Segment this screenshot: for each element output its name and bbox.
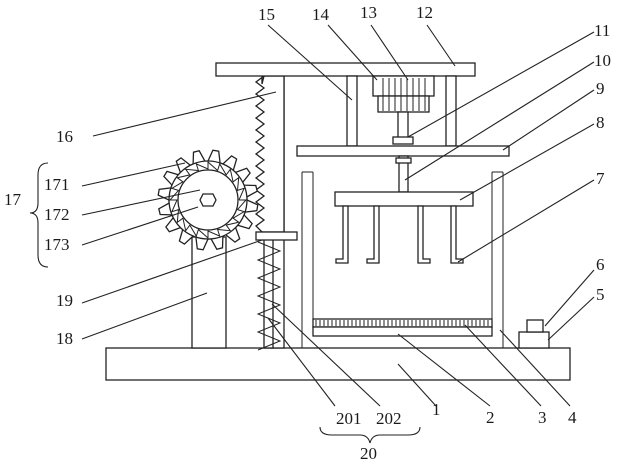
label-19: 19 [56, 291, 73, 310]
label-17: 17 [4, 190, 22, 209]
upper-shaft [398, 112, 408, 138]
bottom-plate [313, 327, 492, 336]
coupling [393, 137, 413, 144]
label-18: 18 [56, 329, 73, 348]
motor [378, 96, 429, 112]
shaft-collar [396, 158, 411, 163]
label-16: 16 [56, 127, 73, 146]
label-173: 173 [44, 235, 70, 254]
label-20: 20 [360, 444, 377, 463]
stirring-frame [335, 192, 473, 206]
label-11: 11 [594, 21, 610, 40]
label-2: 2 [486, 408, 495, 427]
gear-support-column [192, 237, 226, 348]
guide-rod-left [347, 76, 357, 146]
top-plate [216, 63, 475, 76]
label-9: 9 [596, 79, 605, 98]
rack [256, 76, 284, 232]
label-3: 3 [538, 408, 547, 427]
label-6: 6 [596, 255, 605, 274]
label-5: 5 [596, 285, 605, 304]
control-button [527, 320, 543, 332]
label-7: 7 [596, 169, 605, 188]
base-plate [106, 348, 570, 380]
label-14: 14 [312, 5, 330, 24]
middle-plate [297, 146, 509, 156]
label-8: 8 [596, 113, 605, 132]
control-block [519, 332, 549, 348]
label-171: 171 [44, 175, 70, 194]
label-4: 4 [568, 408, 577, 427]
label-1: 1 [432, 400, 441, 419]
label-201: 201 [336, 409, 362, 428]
stirring-blades [336, 206, 463, 263]
label-12: 12 [416, 3, 433, 22]
label-172: 172 [44, 205, 70, 224]
label-10: 10 [594, 51, 611, 70]
label-13: 13 [360, 3, 377, 22]
spring-cap [256, 232, 297, 240]
label-15: 15 [258, 5, 275, 24]
gear-axle [200, 194, 216, 206]
label-202: 202 [376, 409, 402, 428]
